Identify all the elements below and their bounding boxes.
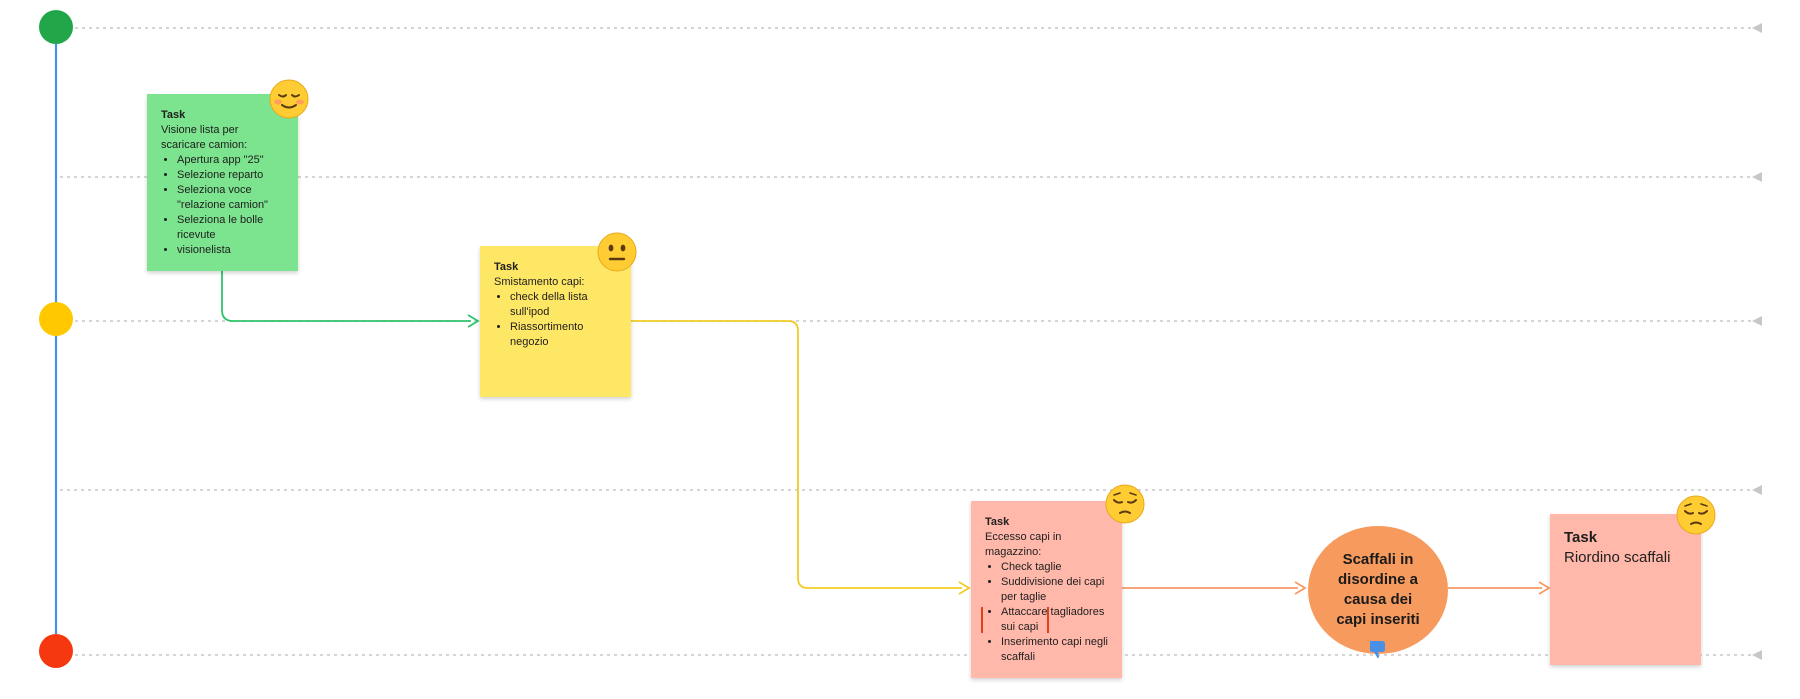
- list-item: Attaccare tagliadores sui capi: [1001, 605, 1112, 635]
- pensive-face-icon: [1676, 495, 1716, 535]
- cursor-marker-right: [1047, 607, 1049, 633]
- pensive-face-icon: [1105, 484, 1145, 524]
- list-item: Inserimento capi negli scaffali: [1001, 635, 1112, 665]
- list-item: Riassortimento negozio: [510, 320, 619, 350]
- list-item: Seleziona voce "relazione camion": [177, 183, 286, 213]
- cursor-marker-left: [981, 607, 983, 633]
- connector-green[interactable]: [221, 271, 471, 322]
- list-item: Suddivisione dei capi per taglie: [1001, 575, 1112, 605]
- swimlane-end-arrow-3: [1752, 316, 1762, 326]
- list-item: Seleziona le bolle ricevute: [177, 213, 286, 243]
- sticky-title: Task: [1564, 529, 1598, 546]
- neutral-face-icon: [597, 232, 637, 272]
- stage-dot-start[interactable]: [39, 10, 73, 44]
- stage-dot-middle[interactable]: [39, 302, 73, 336]
- sticky-title: Task: [985, 516, 1010, 528]
- swimlane-end-arrow-1: [1752, 23, 1762, 33]
- thumbs-down-icon[interactable]: [1367, 638, 1389, 660]
- swimlane-end-arrow-2: [1752, 172, 1762, 182]
- relieved-face-icon: [269, 79, 309, 119]
- sticky-note-task-1[interactable]: Task Visione lista per scaricare camion:…: [147, 94, 298, 271]
- sticky-list: Check taglie Suddivisione dei capi per t…: [985, 560, 1112, 665]
- sticky-text: Smistamento capi:: [494, 276, 585, 288]
- sticky-note-task-4[interactable]: Task Riordino scaffali: [1550, 514, 1701, 665]
- connector-orange-2-arrowhead: [1538, 581, 1551, 595]
- sticky-text: Visione lista per scaricare camion:: [161, 124, 248, 151]
- connector-green-arrowhead: [467, 314, 480, 328]
- sticky-note-task-2[interactable]: Task Smistamento capi: check della lista…: [480, 246, 631, 397]
- sticky-note-task-3[interactable]: Task Eccesso capi in magazzino: Check ta…: [971, 501, 1122, 678]
- list-item: Apertura app "25": [177, 153, 286, 168]
- swimlane-end-arrow-4: [1752, 485, 1762, 495]
- connector-orange-1-arrowhead: [1294, 581, 1307, 595]
- list-item: Selezione reparto: [177, 168, 286, 183]
- swimlane-end-arrows: [1752, 23, 1762, 660]
- swimlane-end-arrow-5: [1752, 650, 1762, 660]
- sticky-list: Apertura app "25" Selezione reparto Sele…: [161, 153, 286, 258]
- connector-yellow-arrowhead: [958, 581, 971, 595]
- sticky-text: Eccesso capi in magazzino:: [985, 531, 1062, 558]
- sticky-list: check della lista sull'ipod Riassortimen…: [494, 290, 619, 350]
- pain-point-text: Scaffali in disordine a causa dei capi i…: [1336, 551, 1420, 628]
- list-item: Check taglie: [1001, 560, 1112, 575]
- sticky-text: Riordino scaffali: [1564, 549, 1671, 566]
- stage-dot-end[interactable]: [39, 634, 73, 668]
- pain-point-circle[interactable]: Scaffali in disordine a causa dei capi i…: [1308, 526, 1448, 654]
- connector-yellow[interactable]: [631, 320, 962, 589]
- sticky-title: Task: [494, 261, 519, 273]
- list-item: check della lista sull'ipod: [510, 290, 619, 320]
- swimlane-lines: [60, 27, 1752, 656]
- sticky-title: Task: [161, 109, 186, 121]
- list-item: visionelista: [177, 243, 286, 258]
